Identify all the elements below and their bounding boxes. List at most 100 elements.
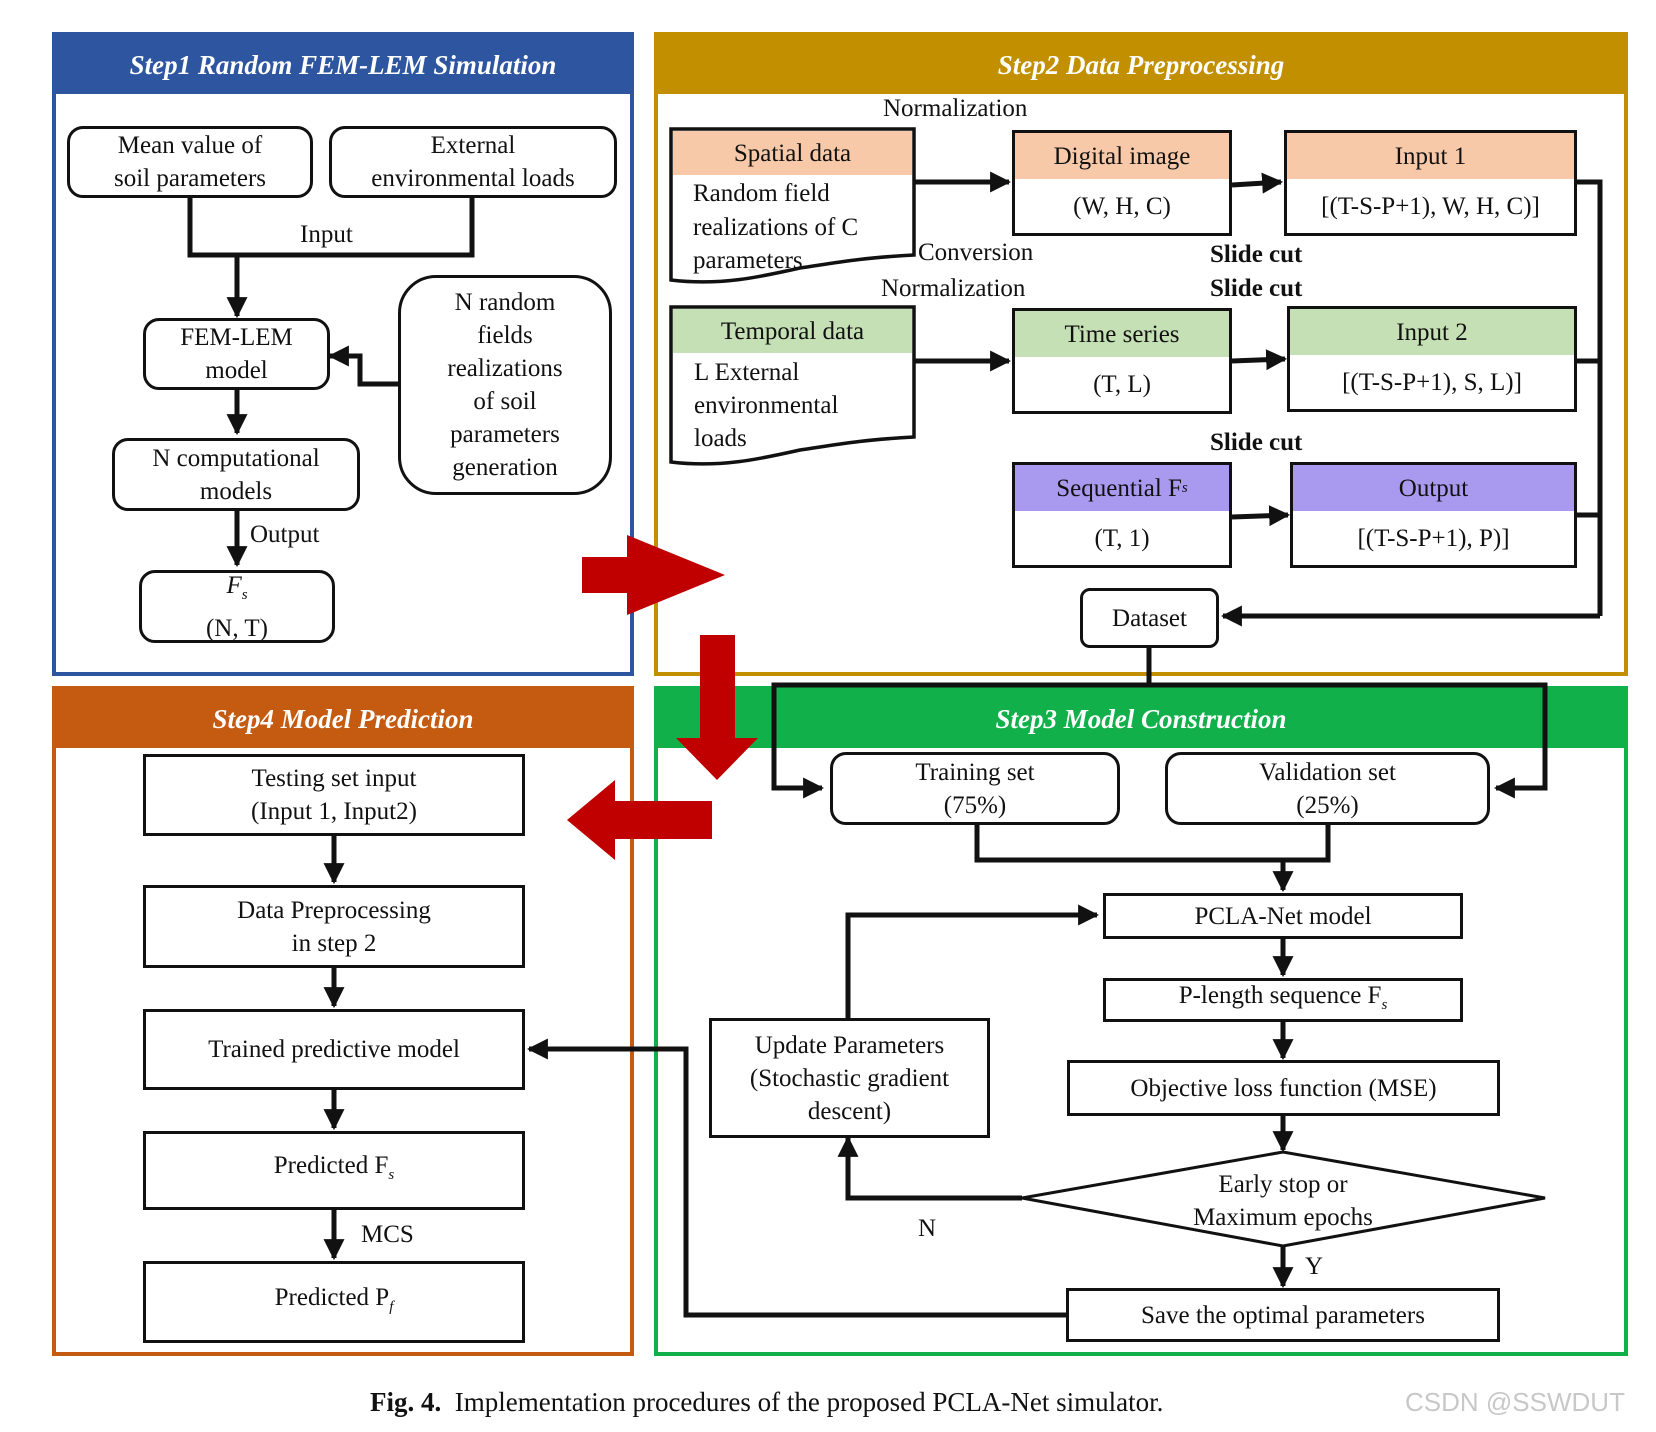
input1-to-dataset-line bbox=[1577, 179, 1603, 616]
input1-dims: [(T-S-P+1), W, H, C)] bbox=[1321, 192, 1540, 220]
mean-soil-parameters-box: Mean value of soil parameters bbox=[67, 126, 313, 198]
output-box: Output [(T-S-P+1), P)] bbox=[1290, 462, 1577, 568]
step2-panel: Step2 Data Preprocessing bbox=[654, 32, 1628, 676]
step3-title: Step3 Model Construction bbox=[658, 690, 1624, 748]
arrow-step1-to-step2 bbox=[582, 535, 725, 615]
random-fields-box: N random fields realizations of soil paramet… bbox=[398, 275, 612, 495]
objective-label: Objective loss function (MSE) bbox=[1130, 1074, 1437, 1102]
rf-line-3: realizations bbox=[447, 355, 563, 382]
sets-merge-line bbox=[974, 825, 1331, 863]
caption-text: Implementation procedures of the propose… bbox=[454, 1387, 1164, 1417]
digital-image-dims: (W, H, C) bbox=[1073, 192, 1171, 220]
spatial-header-fill bbox=[673, 131, 912, 175]
dataset-label: Dataset bbox=[1112, 604, 1187, 632]
update-line-3: descent) bbox=[807, 1097, 892, 1125]
seq-to-output-arrow bbox=[1231, 505, 1291, 527]
timeseries-to-input2-arrow bbox=[1231, 349, 1288, 371]
update-line-2: (Stochastic gradient bbox=[749, 1064, 950, 1092]
sequential-fs-dims: (T, 1) bbox=[1094, 524, 1150, 552]
mean-line-2: soil parameters bbox=[113, 165, 267, 192]
rf-to-fem-arrow bbox=[327, 345, 398, 387]
input1-box: Input 1 [(T-S-P+1), W, H, C)] bbox=[1284, 130, 1577, 236]
data-preprocessing-box: Data Preprocessing in step 2 bbox=[143, 885, 525, 968]
fs-result-box: Fs (N, T) bbox=[139, 570, 335, 643]
spatial-body-line-1: Random field bbox=[693, 180, 830, 207]
no-label: N bbox=[918, 1215, 937, 1242]
validation-line-1: Validation set bbox=[1259, 758, 1396, 786]
input-label: Input bbox=[300, 221, 353, 248]
pcla-label: PCLA-Net model bbox=[1194, 902, 1372, 930]
conversion-label: Conversion bbox=[918, 239, 1034, 266]
rf-line-1: N random bbox=[454, 289, 556, 316]
rf-line-4: of soil bbox=[473, 388, 537, 415]
input2-box: Input 2 [(T-S-P+1), S, L)] bbox=[1287, 306, 1577, 412]
rf-line-5: parameters bbox=[450, 421, 560, 448]
predicted-fs-label: Predicted Fs bbox=[273, 1152, 395, 1183]
step1-title: Step1 Random FEM-LEM Simulation bbox=[56, 36, 630, 94]
fs-dims: (N, T) bbox=[205, 614, 269, 642]
prep-line-2: in step 2 bbox=[291, 929, 377, 957]
mcs-label: MCS bbox=[361, 1221, 414, 1248]
input1-header: Input 1 bbox=[1287, 133, 1574, 179]
objective-loss-box: Objective loss function (MSE) bbox=[1067, 1060, 1500, 1116]
temporal-body-line-1: L External bbox=[694, 359, 800, 386]
step3-panel: Step3 Model Construction bbox=[654, 686, 1628, 1356]
temporal-header: Temporal data bbox=[720, 318, 865, 345]
save-optimal-box: Save the optimal parameters bbox=[1066, 1288, 1500, 1342]
validation-set-box: Validation set (25%) bbox=[1165, 752, 1490, 825]
early-stop-diamond bbox=[1021, 1150, 1546, 1248]
testing-line-2: (Input 1, Input2) bbox=[251, 798, 417, 825]
testing-line-1: Testing set input bbox=[251, 765, 417, 792]
input2-header: Input 2 bbox=[1290, 309, 1574, 355]
step2-title: Step2 Data Preprocessing bbox=[658, 36, 1624, 94]
output-dims: [(T-S-P+1), P)] bbox=[1357, 524, 1510, 552]
fem-line-2: model bbox=[205, 357, 268, 384]
temporal-header-fill bbox=[673, 309, 912, 353]
digital-image-box: Digital image (W, H, C) bbox=[1012, 130, 1232, 236]
external-loads-box: External environmental loads bbox=[329, 126, 617, 198]
rf-line-6: generation bbox=[452, 454, 558, 481]
yes-label: Y bbox=[1305, 1253, 1324, 1280]
input-merge-line bbox=[187, 197, 475, 258]
trained-label: Trained predictive model bbox=[208, 1036, 460, 1063]
predicted-pf-label: Predicted Pf bbox=[274, 1283, 394, 1315]
time-series-dims: (T, L) bbox=[1093, 370, 1151, 398]
pcla-net-model-box: PCLA-Net model bbox=[1103, 893, 1463, 939]
normalization-mid-label: Normalization bbox=[881, 275, 1026, 302]
caption-label: Fig. 4. bbox=[370, 1387, 442, 1417]
spatial-body-line-2: realizations of C bbox=[693, 214, 859, 241]
save-label: Save the optimal parameters bbox=[1141, 1301, 1425, 1329]
fs-symbol: Fs bbox=[226, 571, 248, 603]
early-stop-line-2: Maximum epochs bbox=[1193, 1204, 1373, 1231]
step1-panel: Step1 Random FEM-LEM Simulation bbox=[52, 32, 634, 676]
prep-line-1: Data Preprocessing bbox=[237, 896, 431, 924]
digital-to-input1-arrow bbox=[1231, 172, 1284, 194]
update-to-pcla-arrow bbox=[845, 904, 1100, 1018]
output-header: Output bbox=[1293, 465, 1574, 511]
dataset-box: Dataset bbox=[1080, 588, 1219, 648]
arrow-step2-to-step3 bbox=[676, 635, 758, 780]
fem-lem-model-box: FEM-LEM model bbox=[143, 318, 330, 390]
ext-line-2: environmental loads bbox=[371, 165, 575, 192]
rf-line-2: fields bbox=[477, 322, 533, 349]
fem-line-1: FEM-LEM bbox=[180, 324, 293, 351]
early-stop-line-1: Early stop or bbox=[1218, 1171, 1348, 1198]
dataset-to-validation-line bbox=[1149, 682, 1548, 799]
training-line-1: Training set bbox=[915, 758, 1035, 786]
temporal-body-line-2: environmental bbox=[694, 392, 839, 419]
p-length-label: P-length sequence Fs bbox=[1178, 981, 1388, 1013]
arrow-step3-to-step4 bbox=[567, 780, 712, 860]
trained-model-box: Trained predictive model bbox=[143, 1009, 525, 1090]
slide-cut-label-3: Slide cut bbox=[1210, 429, 1303, 456]
predicted-pf-box: Predicted Pf bbox=[143, 1261, 525, 1343]
step4-title: Step4 Model Prediction bbox=[56, 690, 630, 748]
dataset-split-line bbox=[771, 648, 1152, 799]
ext-line-1: External bbox=[430, 132, 516, 159]
comp-line-1: N computational bbox=[152, 444, 320, 472]
output-label: Output bbox=[250, 521, 320, 548]
input2-dims: [(T-S-P+1), S, L)] bbox=[1342, 368, 1522, 396]
early-to-update-arrow bbox=[837, 1135, 1022, 1201]
digital-image-header: Digital image bbox=[1015, 133, 1229, 179]
